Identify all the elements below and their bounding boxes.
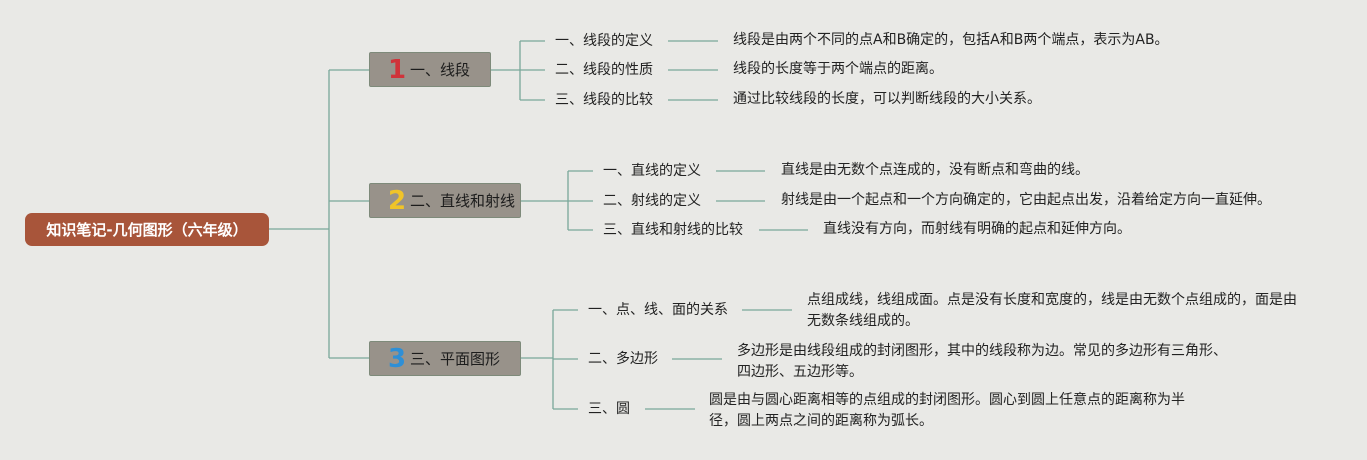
root-node[interactable]: 知识笔记-几何图形（六年级）: [25, 213, 269, 246]
leaf-label-3-3[interactable]: 三、圆: [588, 401, 630, 417]
leaf-label-2-3[interactable]: 三、直线和射线的比较: [603, 222, 743, 238]
branch-label-1: 一、线段: [410, 61, 471, 79]
leaf-desc-2-1: 直线是由无数个点连成的，没有断点和弯曲的线。: [781, 162, 1089, 178]
branch-number-3: 3: [388, 343, 407, 374]
leaf-desc-3-1: 点组成线，线组成面。点是没有长度和宽度的，线是由无数个点组成的，面是由无数条线组…: [807, 292, 1297, 329]
leaf-desc-3-3: 圆是由与圆心距离相等的点组成的封闭图形。圆心到圆上任意点的距离称为半径，圆上两点…: [709, 392, 1185, 429]
branch-node-3[interactable]: 3 三、平面图形: [369, 341, 521, 376]
branch-label-2: 二、直线和射线: [410, 192, 516, 210]
branch-label-3: 三、平面图形: [410, 350, 501, 368]
leaf-label-3-2[interactable]: 二、多边形: [588, 351, 658, 367]
leaf-desc-2-3: 直线没有方向，而射线有明确的起点和延伸方向。: [823, 221, 1131, 237]
leaf-label-2-2[interactable]: 二、射线的定义: [603, 193, 701, 209]
leaf-label-3-1[interactable]: 一、点、线、面的关系: [588, 302, 728, 318]
branch-number-1: 1: [388, 54, 407, 85]
leaf-desc-1-3: 通过比较线段的长度，可以判断线段的大小关系。: [733, 91, 1041, 107]
leaf-label-1-2[interactable]: 二、线段的性质: [555, 62, 653, 78]
root-title: 知识笔记-几何图形（六年级）: [46, 221, 248, 239]
branch-number-2: 2: [388, 185, 407, 216]
leaf-desc-1-1: 线段是由两个不同的点A和B确定的，包括A和B两个端点，表示为AB。: [733, 32, 1169, 48]
leaf-label-1-1[interactable]: 一、线段的定义: [555, 33, 653, 49]
leaf-label-2-1[interactable]: 一、直线的定义: [603, 163, 701, 179]
leaf-label-1-3[interactable]: 三、线段的比较: [555, 92, 653, 108]
leaf-desc-2-2: 射线是由一个起点和一个方向确定的，它由起点出发，沿着给定方向一直延伸。: [781, 192, 1271, 208]
leaf-desc-1-2: 线段的长度等于两个端点的距离。: [733, 61, 943, 77]
branch-node-1[interactable]: 1 一、线段: [369, 52, 491, 87]
branch-node-2[interactable]: 2 二、直线和射线: [369, 183, 521, 218]
leaf-desc-3-2: 多边形是由线段组成的封闭图形，其中的线段称为边。常见的多边形有三角形、四边形、五…: [737, 343, 1227, 380]
